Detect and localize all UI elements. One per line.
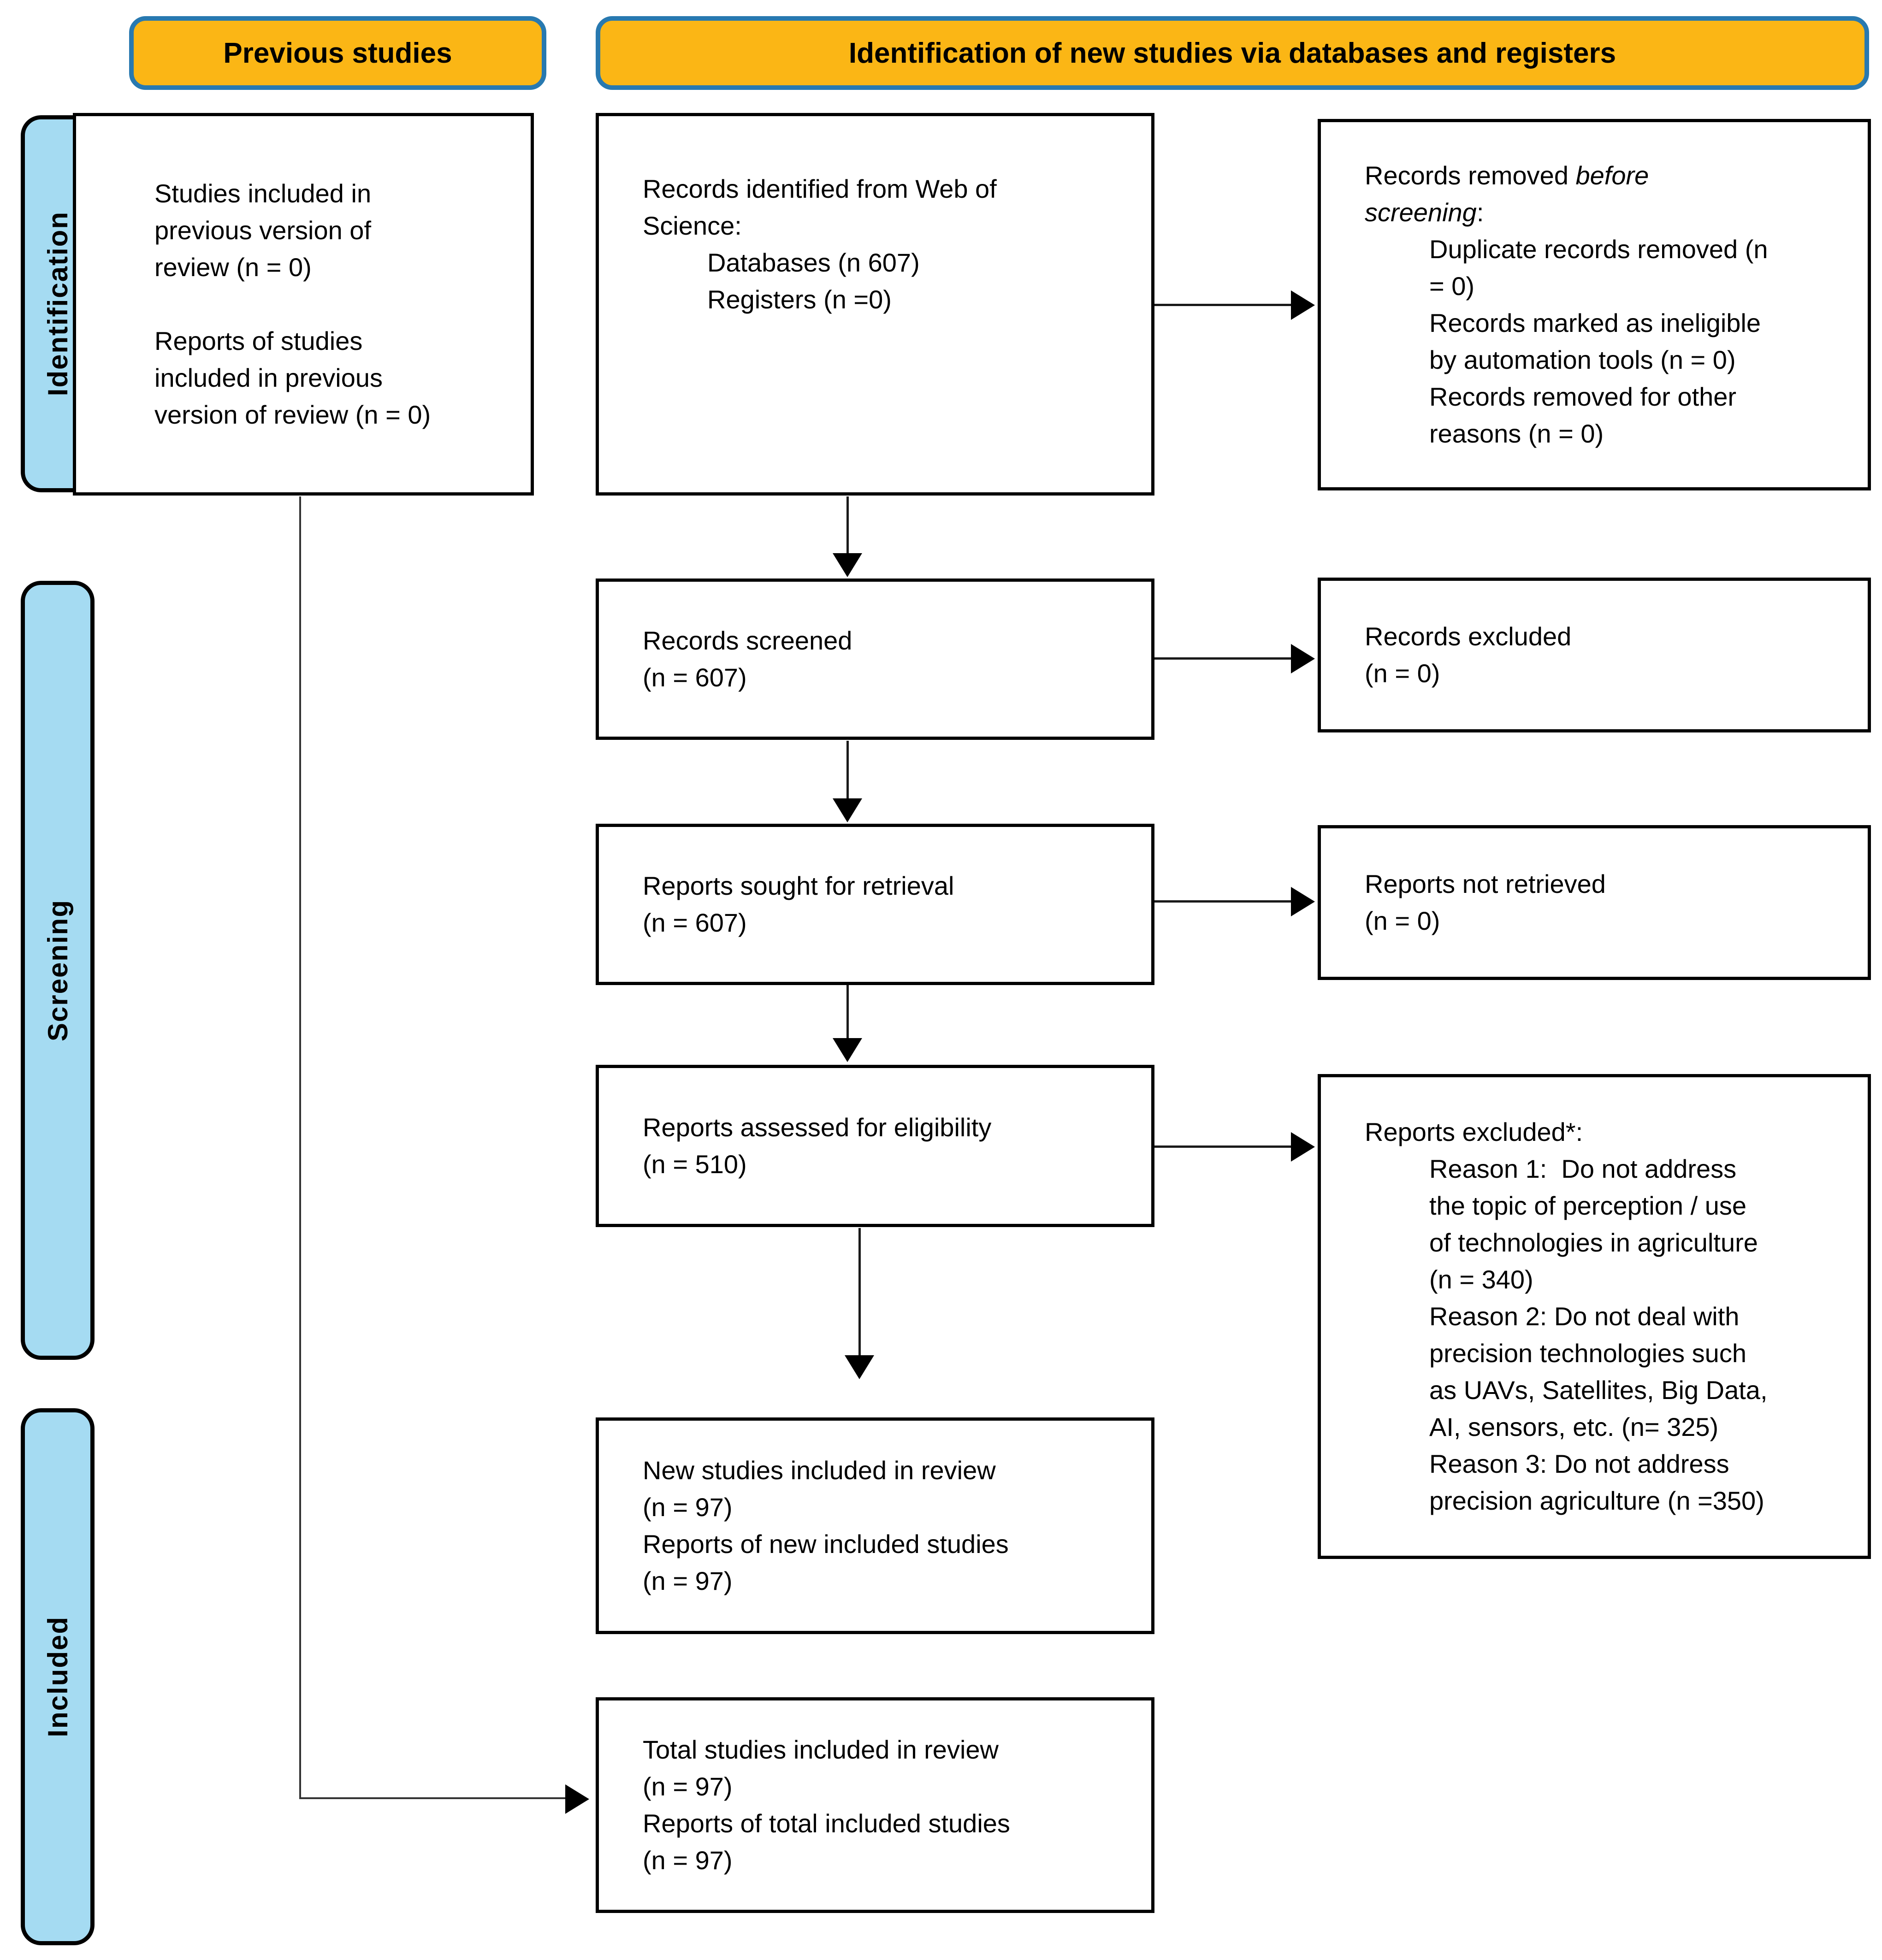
box-text-line: Records marked as ineligible	[1429, 308, 1761, 337]
box-reports-sought: Reports sought for retrieval (n = 607)	[596, 824, 1154, 985]
box-text-line: screening:	[1365, 198, 1484, 227]
box-text-line: version of review (n = 0)	[154, 400, 431, 429]
box-text-line: (n = 97)	[643, 1566, 733, 1595]
box-text-line	[154, 286, 505, 323]
box-text-line: as UAVs, Satellites, Big Data,	[1429, 1376, 1768, 1405]
box-text-line: Records screened	[643, 626, 852, 655]
box-text-line: Reports excluded*:	[1365, 1117, 1583, 1146]
box-total-studies-included: Total studies included in review (n = 97)…	[596, 1697, 1154, 1913]
box-reports-excluded: Reports excluded*: Reason 1: Do not addre…	[1318, 1074, 1871, 1559]
box-text-line: Reports of total included studies	[643, 1809, 1010, 1838]
box-text-line: Duplicate records removed (n	[1429, 235, 1768, 264]
connector-identified-to-screened	[846, 496, 849, 557]
box-text-line: (n = 97)	[643, 1772, 733, 1801]
box-text-line: Reports sought for retrieval	[643, 871, 954, 900]
box-text-line: = 0)	[1429, 272, 1475, 301]
box-text-line: Reason 1: Do not address	[1429, 1154, 1737, 1183]
box-text-line: Records identified from Web of	[643, 174, 997, 203]
box-text-line: by automation tools (n = 0)	[1429, 345, 1736, 374]
box-text-line: precision technologies such	[1429, 1339, 1746, 1368]
connector-sought-to-assessed	[846, 985, 849, 1041]
box-reports-assessed: Reports assessed for eligibility (n = 510…	[596, 1065, 1154, 1227]
arrow-down-icon	[833, 1038, 862, 1062]
box-text-line: (n = 0)	[1365, 906, 1440, 935]
arrow-right-icon	[1291, 290, 1315, 320]
box-new-studies-included: New studies included in review (n = 97) Re…	[596, 1417, 1154, 1634]
box-previous-studies: Studies included in previous version of re…	[73, 113, 534, 496]
arrow-down-icon	[833, 553, 862, 577]
box-text-line: (n = 97)	[643, 1493, 733, 1522]
box-text-line: Reason 3: Do not address	[1429, 1449, 1729, 1478]
box-text-line: reasons (n = 0)	[1429, 419, 1604, 448]
box-text-line: AI, sensors, etc. (n= 325)	[1429, 1412, 1719, 1441]
box-text-line: Records removed for other	[1429, 382, 1737, 411]
box-text-line: (n = 97)	[643, 1846, 733, 1875]
arrow-right-icon	[1291, 887, 1315, 916]
box-text-line: included in previous	[154, 363, 383, 392]
box-text-line: (n = 607)	[643, 663, 747, 692]
box-text-line: Reason 2: Do not deal with	[1429, 1302, 1740, 1331]
box-text-line: Reports not retrieved	[1365, 869, 1606, 898]
connector-assessed-to-reports-excluded	[1154, 1145, 1294, 1148]
arrow-down-icon	[845, 1355, 874, 1379]
box-text-line: New studies included in review	[643, 1456, 996, 1485]
box-text-line: (n = 510)	[643, 1150, 747, 1179]
connector-screened-to-sought	[846, 741, 849, 801]
box-text-line: (n = 340)	[1429, 1265, 1533, 1294]
box-text-line: Registers (n =0)	[707, 285, 892, 314]
box-text-line: of technologies in agriculture	[1429, 1228, 1758, 1257]
box-text-line: precision agriculture (n =350)	[1429, 1486, 1764, 1515]
stage-label-included-text: Included	[42, 1616, 73, 1737]
identification-new-studies-header-label: Identification of new studies via databa…	[848, 37, 1616, 69]
connector-previous-to-total-horizontal	[299, 1797, 565, 1799]
previous-studies-header-label: Previous studies	[223, 37, 452, 69]
identification-new-studies-header: Identification of new studies via databa…	[596, 16, 1869, 90]
box-records-removed: Records removed before screening: Duplicat…	[1318, 119, 1871, 490]
box-records-identified: Records identified from Web of Science: Da…	[596, 113, 1154, 496]
box-text-line: Reports of studies	[154, 326, 363, 355]
stage-label-identification-text: Identification	[42, 211, 73, 396]
arrow-right-icon	[565, 1784, 589, 1814]
connector-sought-to-not-retrieved	[1154, 900, 1294, 903]
box-text-line: (n = 0)	[1365, 659, 1440, 688]
box-text-line: (n = 607)	[643, 908, 747, 937]
arrow-right-icon	[1291, 1132, 1315, 1162]
box-text-line: Total studies included in review	[643, 1735, 999, 1764]
box-text-line: review (n = 0)	[154, 253, 312, 282]
stage-label-included: Included	[21, 1408, 95, 1945]
stage-label-screening-text: Screening	[42, 899, 73, 1042]
box-reports-not-retrieved: Reports not retrieved (n = 0)	[1318, 825, 1871, 980]
connector-screened-to-excluded	[1154, 657, 1294, 660]
connector-assessed-to-new-studies	[858, 1228, 861, 1358]
previous-studies-header: Previous studies	[129, 16, 546, 90]
box-text-line: the topic of perception / use	[1429, 1191, 1746, 1220]
box-text-line: Science:	[643, 211, 742, 240]
connector-previous-to-total-vertical	[299, 496, 301, 1799]
arrow-down-icon	[833, 798, 862, 822]
stage-label-screening: Screening	[21, 581, 95, 1360]
box-text-line: previous version of	[154, 216, 372, 245]
box-text-line: Records removed before	[1365, 161, 1649, 190]
box-text-line: Reports of new included studies	[643, 1529, 1009, 1559]
box-text-line: Records excluded	[1365, 622, 1572, 651]
box-text-line: Reports assessed for eligibility	[643, 1113, 992, 1142]
box-records-screened: Records screened (n = 607)	[596, 579, 1154, 740]
connector-identified-to-removed	[1154, 304, 1294, 306]
box-text-line: Studies included in	[154, 179, 372, 208]
box-records-excluded: Records excluded (n = 0)	[1318, 578, 1871, 732]
box-text-line: Databases (n 607)	[707, 248, 920, 277]
arrow-right-icon	[1291, 644, 1315, 673]
